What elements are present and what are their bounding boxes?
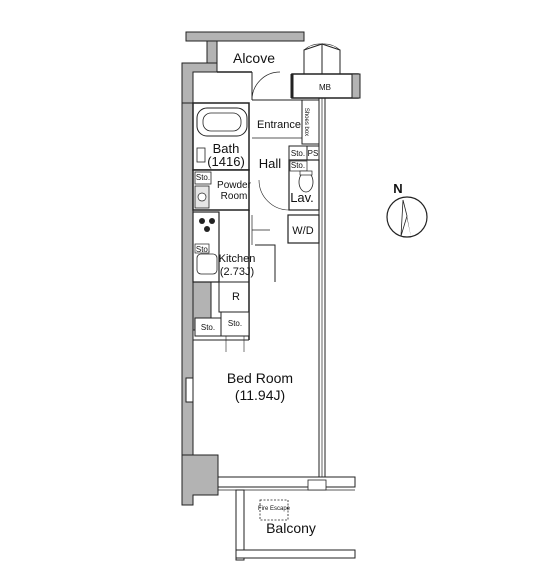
kitchen-size-label: (2.73J) (220, 266, 254, 278)
mb-label: MB (319, 83, 331, 92)
kitchen-storage-small-label: Sto. (196, 245, 210, 254)
bed-room-label: Bed Room (227, 370, 293, 386)
powder-room-label-line2: Room (221, 191, 248, 202)
shoes-box-label: Shoes box (303, 108, 309, 136)
compass: N (386, 181, 428, 238)
hall-label: Hall (259, 156, 282, 171)
kitchen-area (192, 210, 276, 340)
kitchen-label: Kitchen (219, 253, 256, 265)
bed-room-size-label: (11.94J) (235, 387, 285, 403)
wd-label: W/D (292, 225, 313, 237)
fire-escape-label: Fire Escape (258, 506, 291, 512)
powder-room-label-line1: Powder (217, 180, 252, 191)
alcove-area (217, 43, 361, 99)
entrance-area (251, 71, 320, 161)
lavatory (258, 159, 320, 211)
bath-area (192, 102, 250, 171)
entrance-label: Entrance (257, 119, 301, 131)
bath-label: Bath (213, 141, 240, 156)
bath-size-label: (1416) (207, 154, 245, 169)
lav-label: Lav. (290, 190, 314, 205)
lav-storage-label: Sto. (291, 161, 305, 170)
fridge-label: R (232, 291, 240, 303)
compass-north-label: N (393, 181, 402, 196)
washer-dryer-space (251, 214, 320, 245)
alcove-label: Alcove (233, 50, 275, 66)
hall-storage-label: Sto. (291, 149, 305, 158)
kitchen-storage (194, 311, 250, 352)
balcony-area (217, 476, 356, 561)
powder-storage-label: Sto. (196, 173, 210, 182)
storage-left-label: Sto. (201, 323, 215, 332)
powder-room (192, 169, 250, 211)
storage-right-label: Sto. (228, 319, 242, 328)
ps-label: PS (308, 149, 319, 158)
balcony-label: Balcony (266, 520, 316, 536)
